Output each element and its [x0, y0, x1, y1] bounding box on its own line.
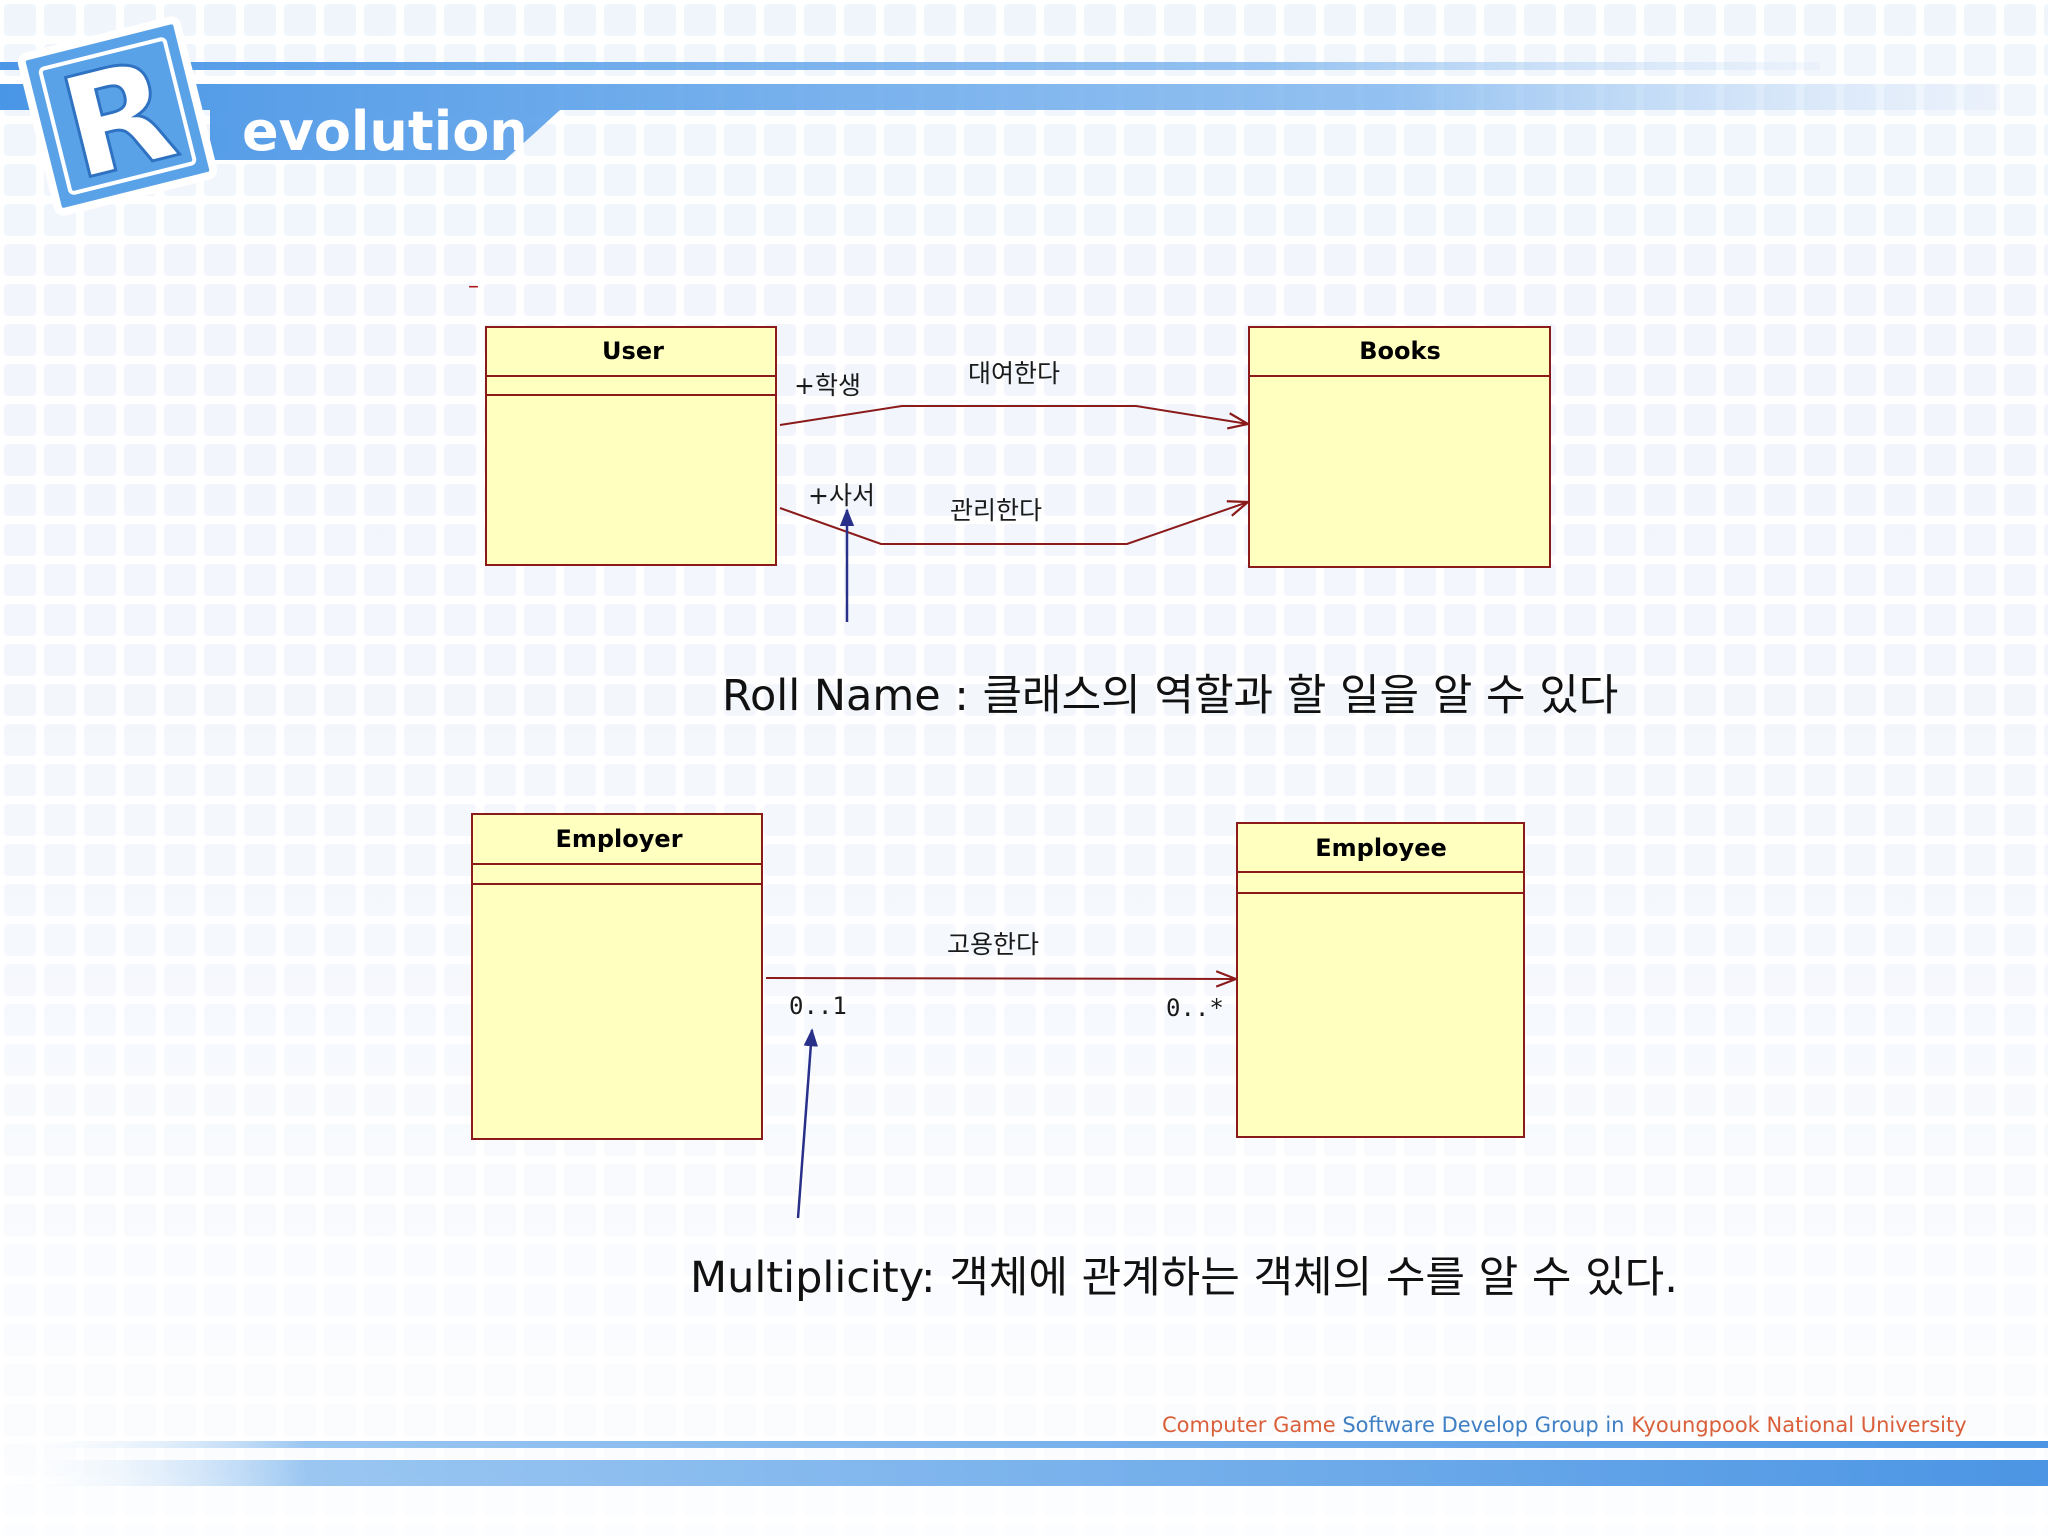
brand-text: evolution — [242, 100, 528, 163]
role-student-label: +학생 — [794, 371, 861, 400]
header-thin-stripe — [0, 62, 1820, 70]
assoc-borrow-label: 대여한다 — [968, 359, 1060, 388]
assoc-manage-label: 관리한다 — [950, 496, 1042, 525]
class-books-name: Books — [1359, 337, 1441, 365]
assoc-employ-label: 고용한다 — [947, 930, 1039, 959]
footer-credit: Computer Game Software Develop Group in … — [1162, 1413, 1967, 1437]
class-employer[interactable]: Employer — [471, 813, 763, 1140]
caption-roll-name: Roll Name : 클래스의 역할과 할 일을 알 수 있다 — [722, 671, 1618, 721]
header-banner: R evolution — [0, 16, 2000, 216]
footer-band — [0, 1460, 2048, 1486]
class-employee[interactable]: Employee — [1236, 822, 1525, 1138]
multiplicity-employee: 0..* — [1166, 994, 1224, 1022]
diagram-roll-name: User Books 대여한다 관리한다 +학생 +사서 Roll Name :… — [485, 326, 1618, 721]
class-user-name: User — [602, 337, 664, 365]
caption-multiplicity: Multiplicity: 객체에 관계하는 객체의 수를 알 수 있다. — [690, 1253, 1678, 1303]
class-user[interactable]: User — [485, 326, 777, 566]
footer-thin-stripe — [0, 1441, 2048, 1448]
multiplicity-employer: 0..1 — [789, 992, 847, 1020]
class-employer-name: Employer — [555, 825, 682, 853]
association-manage[interactable] — [779, 502, 1248, 545]
slide-marker: – — [468, 274, 479, 299]
association-borrow[interactable] — [779, 405, 1248, 425]
class-employee-name: Employee — [1315, 834, 1447, 862]
multiplicity-pointer-arrow — [796, 1028, 818, 1219]
role-librarian-label: +사서 — [808, 481, 875, 510]
association-employ[interactable] — [765, 978, 1236, 979]
class-books[interactable]: Books — [1248, 326, 1551, 568]
diagram-multiplicity: Employer Employee 고용한다 0..1 0..* Multipl… — [471, 813, 1678, 1303]
header-band — [0, 84, 2000, 160]
logo-badge: R — [17, 16, 218, 216]
footer: Computer Game Software Develop Group in … — [0, 1413, 2048, 1486]
